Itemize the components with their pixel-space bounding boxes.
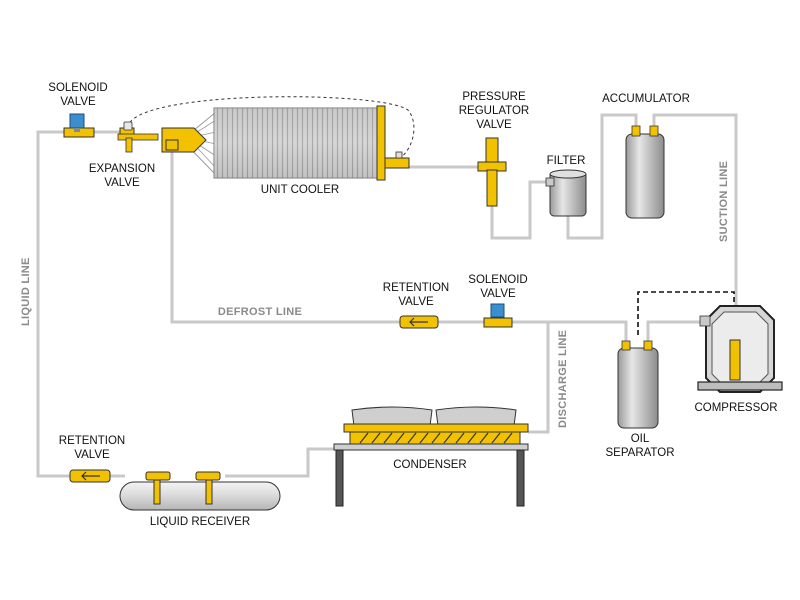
sensing-bulb-line <box>127 96 415 159</box>
label-retention-valve-mid-1: RETENTION <box>383 282 449 294</box>
liquid-receiver <box>119 471 281 511</box>
label-expansion-valve-2: VALVE <box>104 177 140 189</box>
label-defrost-line: DEFROST LINE <box>218 306 302 318</box>
label-accumulator: ACCUMULATOR <box>602 93 690 105</box>
label-solenoid-valve-top-2: VALVE <box>60 96 96 108</box>
oilsep-to-compressor <box>646 320 706 345</box>
label-pressure-regulator-1: PRESSURE <box>462 91 526 103</box>
label-suction-line: SUCTION LINE <box>718 161 730 242</box>
label-compressor: COMPRESSOR <box>694 402 777 414</box>
label-solenoid-valve-mid-2: VALVE <box>480 288 516 300</box>
label-liquid-receiver: LIQUID RECEIVER <box>150 516 250 528</box>
regulator-to-filter <box>490 180 552 240</box>
label-oil-separator-1: OIL <box>631 433 650 445</box>
label-filter: FILTER <box>547 155 586 167</box>
label-oil-separator-2: SEPARATOR <box>605 447 674 459</box>
label-pressure-regulator-3: VALVE <box>476 119 512 131</box>
retention-valve-mid <box>399 315 439 329</box>
label-unit-cooler: UNIT COOLER <box>261 184 339 196</box>
unit-cooler-header <box>376 105 386 181</box>
solenoid-valve-top <box>63 113 95 138</box>
label-discharge-line: DISCHARGE LINE <box>557 330 569 428</box>
discharge-line-pipe <box>512 320 628 345</box>
label-retention-valve-bottom-1: RETENTION <box>59 435 125 447</box>
unit-cooler <box>181 105 410 181</box>
label-retention-valve-mid-2: VALVE <box>398 296 434 308</box>
solenoid-valve-mid <box>483 303 513 328</box>
defrost-line-pipe <box>170 148 400 324</box>
label-condenser: CONDENSER <box>393 459 466 471</box>
accumulator <box>625 125 665 219</box>
retention-valve-bottom <box>69 469 111 483</box>
label-expansion-valve-1: EXPANSION <box>89 163 155 175</box>
label-retention-valve-bottom-2: VALVE <box>74 449 110 461</box>
label-liquid-line: LIQUID LINE <box>20 257 32 326</box>
condenser-fan-left <box>351 406 433 427</box>
filter <box>545 169 587 217</box>
pressure-regulator-valve <box>477 137 507 207</box>
condenser <box>333 406 529 507</box>
compressor <box>697 305 783 393</box>
expansion-valve <box>117 121 207 153</box>
suction-line-pipe <box>652 113 738 348</box>
discharge-to-condenser <box>528 322 550 434</box>
filter-to-accumulator <box>566 113 638 240</box>
liquid-line-pipe-to-condenser <box>225 447 336 478</box>
label-solenoid-valve-top-1: SOLENOID <box>48 82 107 94</box>
condenser-fan-right <box>435 406 517 427</box>
oil-separator <box>617 340 659 429</box>
label-solenoid-valve-mid-1: SOLENOID <box>468 274 527 286</box>
label-pressure-regulator-2: REGULATOR <box>459 105 530 117</box>
